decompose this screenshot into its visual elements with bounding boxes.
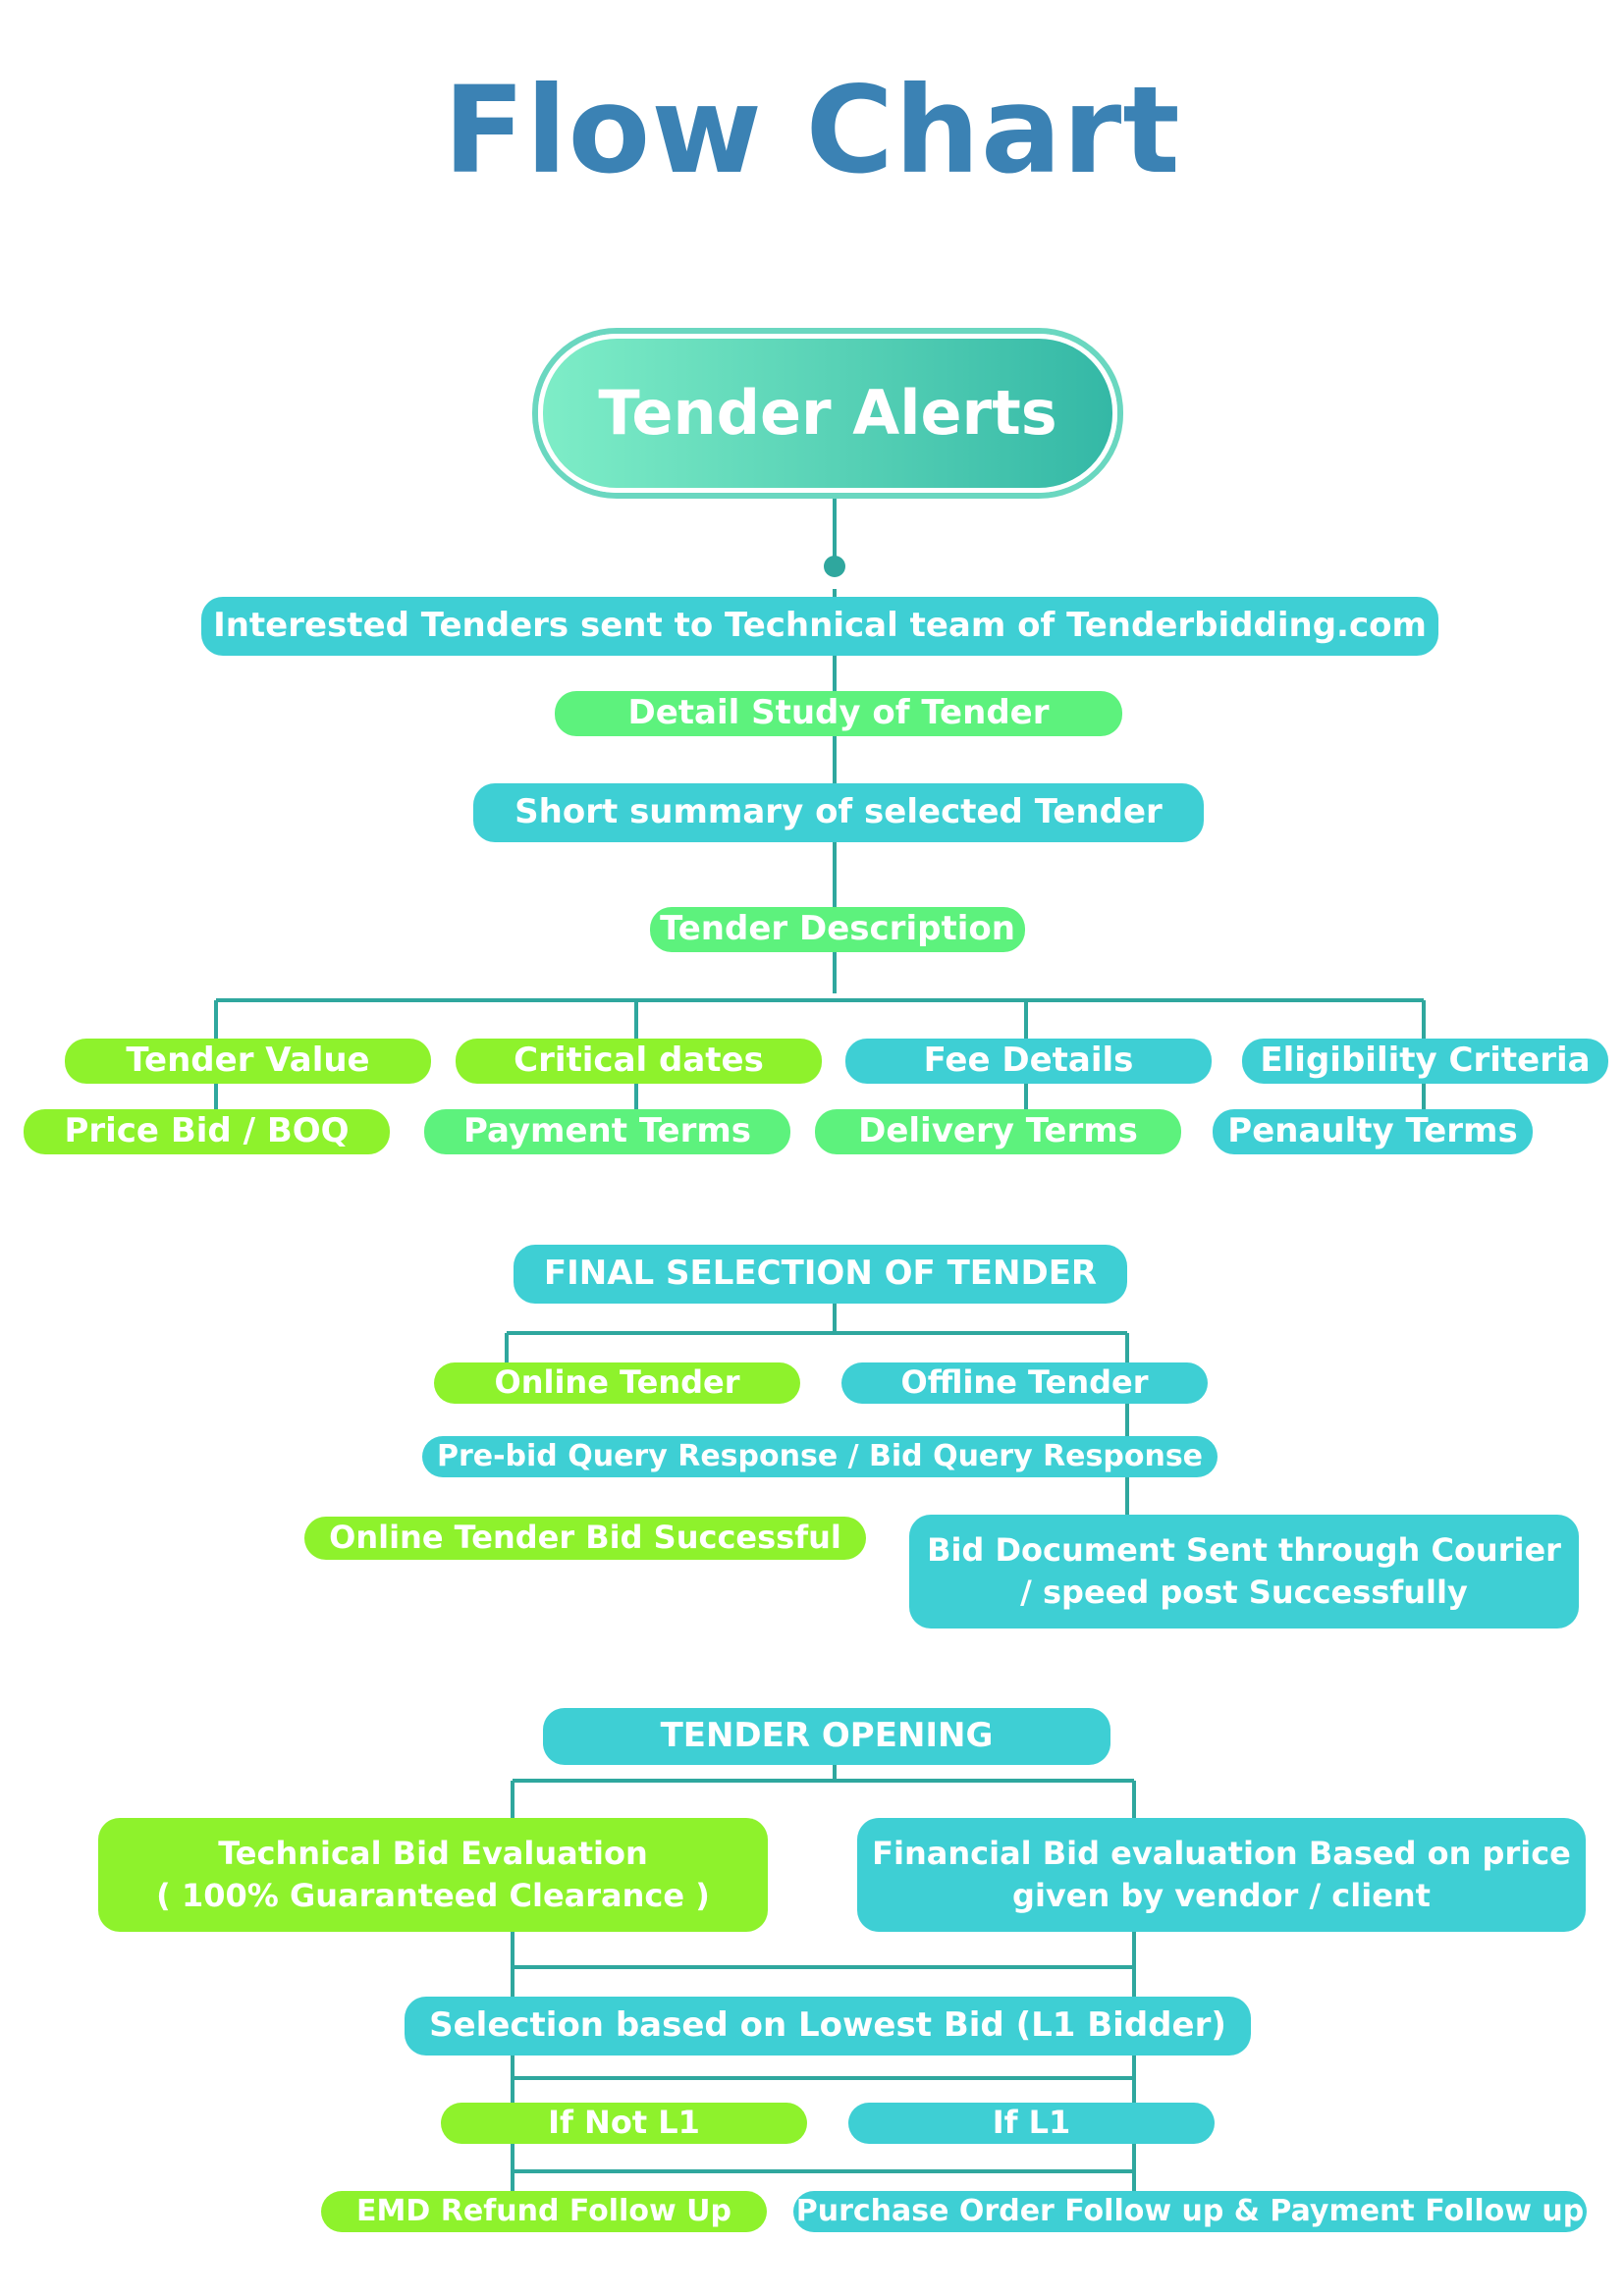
node-technical-bid-evaluation: Technical Bid Evaluation ( 100% Guarante…	[98, 1818, 768, 1932]
node-online-tender: Online Tender	[434, 1362, 800, 1404]
node-if-not-l1: If Not L1	[441, 2103, 807, 2144]
courier-line-1: Bid Document Sent through Courier	[927, 1530, 1561, 1569]
node-detail-study: Detail Study of Tender	[555, 691, 1122, 736]
node-final-selection: FINAL SELECTION OF TENDER	[514, 1245, 1127, 1304]
node-purchase-order: Purchase Order Follow up & Payment Follo…	[793, 2191, 1587, 2232]
technical-line-2: ( 100% Guaranteed Clearance )	[156, 1877, 710, 1914]
financial-line-1: Financial Bid evaluation Based on price	[872, 1834, 1571, 1872]
courier-line-2: / speed post Successfully	[1020, 1574, 1468, 1611]
node-fee-details: Fee Details	[845, 1039, 1212, 1084]
node-tender-description: Tender Description	[650, 907, 1025, 952]
financial-line-2: given by vendor / client	[1012, 1877, 1431, 1914]
node-if-l1: If L1	[848, 2103, 1215, 2144]
node-bid-document-courier: Bid Document Sent through Courier / spee…	[909, 1515, 1579, 1629]
node-tender-opening: TENDER OPENING	[543, 1708, 1110, 1765]
node-short-summary: Short summary of selected Tender	[473, 783, 1204, 842]
node-payment-terms: Payment Terms	[424, 1109, 790, 1154]
technical-line-1: Technical Bid Evaluation	[218, 1834, 648, 1872]
node-financial-bid-evaluation: Financial Bid evaluation Based on price …	[857, 1818, 1586, 1932]
node-offline-tender: Offline Tender	[841, 1362, 1208, 1404]
node-tender-value: Tender Value	[65, 1039, 431, 1084]
page-title: Flow Chart	[443, 61, 1181, 200]
node-interested-tenders: Interested Tenders sent to Technical tea…	[201, 597, 1438, 656]
node-eligibility-criteria: Eligibility Criteria	[1242, 1039, 1608, 1084]
node-price-bid: Price Bid / BOQ	[24, 1109, 390, 1154]
connector-dot	[824, 556, 845, 577]
node-delivery-terms: Delivery Terms	[815, 1109, 1181, 1154]
node-penalty-terms: Penaulty Terms	[1213, 1109, 1533, 1154]
start-node-tender-alerts: Tender Alerts	[538, 334, 1117, 493]
node-lowest-bid-selection: Selection based on Lowest Bid (L1 Bidder…	[405, 1997, 1251, 2056]
node-prebid-query: Pre-bid Query Response / Bid Query Respo…	[422, 1436, 1218, 1477]
node-emd-refund: EMD Refund Follow Up	[321, 2191, 767, 2232]
node-online-bid-successful: Online Tender Bid Successful	[304, 1517, 866, 1560]
node-critical-dates: Critical dates	[456, 1039, 822, 1084]
